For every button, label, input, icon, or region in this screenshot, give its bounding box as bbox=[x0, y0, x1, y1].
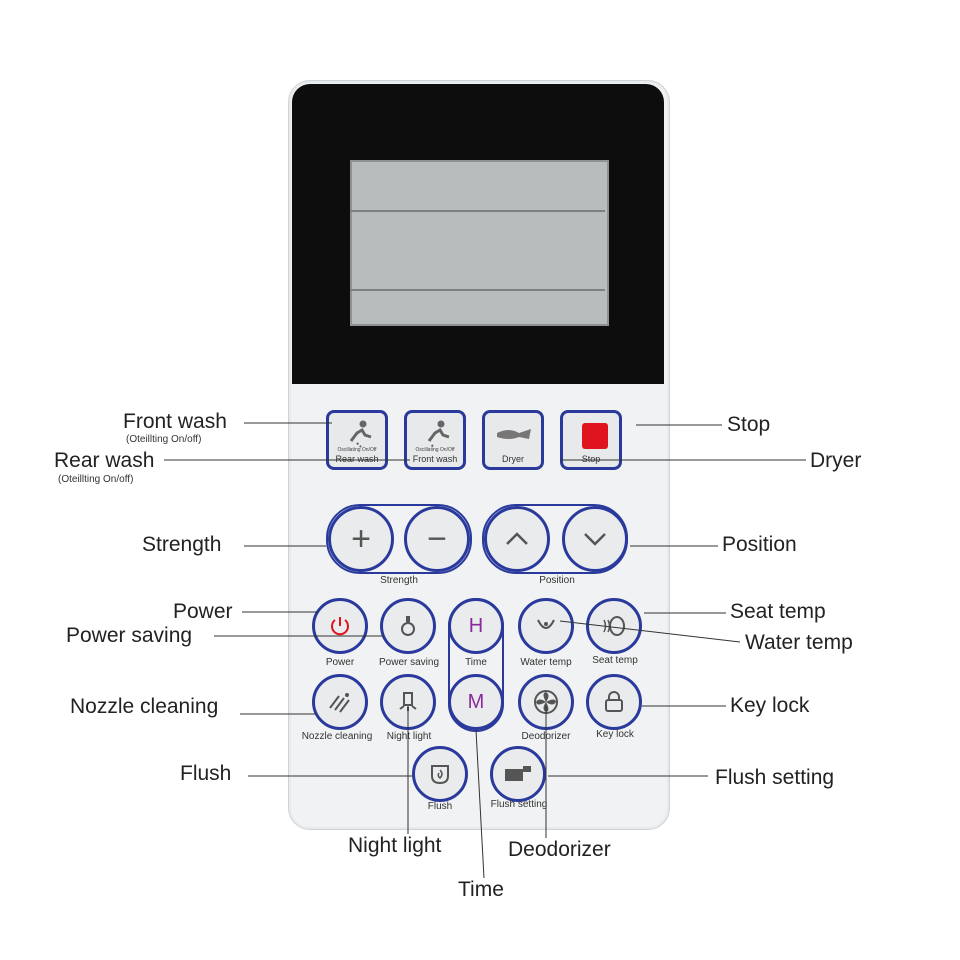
plus-icon: + bbox=[351, 519, 371, 558]
night-light-button[interactable] bbox=[380, 674, 436, 730]
deodorizer-icon bbox=[534, 690, 558, 714]
power-saving-caption: Power saving bbox=[378, 657, 440, 668]
nozzle-cleaning-caption: Nozzle cleaning bbox=[301, 731, 373, 742]
water-temp-button[interactable] bbox=[518, 598, 574, 654]
dryer-label: Dryer bbox=[502, 454, 524, 464]
strength-group bbox=[326, 504, 472, 574]
lock-icon bbox=[605, 691, 623, 712]
lcd-divider bbox=[350, 289, 605, 291]
rear-wash-label: Rear wash bbox=[335, 454, 379, 464]
rear-wash-button[interactable]: Oscillating On/Off Rear wash bbox=[326, 410, 388, 470]
flush-caption: Flush bbox=[427, 801, 453, 812]
water-temp-icon bbox=[537, 619, 555, 629]
stop-button[interactable]: Stop bbox=[560, 410, 622, 470]
stop-icon bbox=[582, 423, 608, 449]
flush-icon bbox=[431, 765, 449, 785]
power-icon bbox=[331, 617, 349, 636]
front-wash-button[interactable]: Oscillating On/Off Front wash bbox=[404, 410, 466, 470]
nozzle-cleaning-button[interactable] bbox=[312, 674, 368, 730]
rear-wash-sub: Oscillating On/Off bbox=[337, 447, 377, 453]
callout-night-light: Night light bbox=[348, 834, 442, 857]
nozzle-cleaning-icon bbox=[329, 693, 350, 713]
callout-rear-wash: Rear wash bbox=[54, 449, 155, 472]
flush-button[interactable] bbox=[412, 746, 468, 802]
callout-position: Position bbox=[722, 533, 797, 556]
callout-strength: Strength bbox=[142, 533, 222, 556]
seat-temp-icon bbox=[603, 616, 625, 636]
strength-plus-button[interactable]: + bbox=[328, 506, 394, 572]
rear-wash-icon bbox=[349, 420, 372, 448]
lcd-screen bbox=[350, 160, 609, 326]
callout-front-wash: Front wash bbox=[123, 410, 227, 433]
front-wash-label: Front wash bbox=[412, 454, 458, 464]
callout-deodorizer: Deodorizer bbox=[508, 838, 611, 861]
callout-flush: Flush bbox=[180, 762, 232, 785]
strength-minus-button[interactable]: − bbox=[404, 506, 470, 572]
callout-front-wash-note: (Oteillting On/off) bbox=[126, 434, 202, 445]
minus-icon: − bbox=[427, 519, 447, 558]
lcd-divider bbox=[350, 210, 605, 212]
time-hour-button[interactable]: H bbox=[448, 598, 504, 654]
dryer-button[interactable]: Dryer bbox=[482, 410, 544, 470]
chevron-up-icon bbox=[506, 532, 528, 545]
night-light-caption: Night light bbox=[386, 731, 432, 742]
power-button[interactable] bbox=[312, 598, 368, 654]
stop-label: Stop bbox=[581, 454, 601, 464]
key-lock-button[interactable] bbox=[586, 674, 642, 730]
callout-power-saving: Power saving bbox=[66, 624, 193, 647]
strength-caption: Strength bbox=[380, 575, 418, 586]
water-temp-caption: Water temp bbox=[520, 657, 572, 668]
callout-rear-wash-note: (Oteillting On/off) bbox=[58, 474, 134, 485]
power-saving-button[interactable] bbox=[380, 598, 436, 654]
flush-setting-icon bbox=[505, 766, 531, 781]
night-light-icon bbox=[399, 692, 417, 711]
seat-temp-button[interactable] bbox=[586, 598, 642, 654]
callout-key-lock: Key lock bbox=[730, 694, 810, 717]
flush-setting-caption: Flush setting bbox=[490, 799, 548, 810]
time-minute-button[interactable]: M bbox=[448, 674, 504, 730]
callout-water-temp: Water temp bbox=[745, 631, 853, 654]
minute-icon: M bbox=[467, 690, 485, 713]
power-saving-icon bbox=[401, 616, 415, 636]
chevron-down-icon bbox=[584, 533, 606, 546]
power-caption: Power bbox=[325, 657, 355, 668]
deodorizer-button[interactable] bbox=[518, 674, 574, 730]
position-caption: Position bbox=[539, 575, 575, 586]
callout-time: Time bbox=[458, 878, 504, 901]
callout-stop: Stop bbox=[727, 413, 771, 436]
position-down-button[interactable] bbox=[562, 506, 628, 572]
callout-flush-setting: Flush setting bbox=[715, 766, 835, 789]
callout-nozzle-cleaning: Nozzle cleaning bbox=[70, 695, 219, 718]
position-up-button[interactable] bbox=[484, 506, 550, 572]
time-caption: Time bbox=[465, 657, 487, 668]
callout-dryer: Dryer bbox=[810, 449, 862, 472]
front-wash-sub: Oscillating On/Off bbox=[415, 447, 455, 453]
dryer-icon bbox=[497, 429, 531, 439]
front-wash-icon bbox=[427, 420, 450, 448]
flush-setting-button[interactable] bbox=[490, 746, 546, 802]
seat-temp-caption: Seat temp bbox=[592, 655, 638, 666]
callout-power: Power bbox=[173, 600, 233, 623]
hour-icon: H bbox=[468, 614, 484, 637]
callout-seat-temp: Seat temp bbox=[730, 600, 826, 623]
key-lock-caption: Key lock bbox=[596, 729, 634, 740]
